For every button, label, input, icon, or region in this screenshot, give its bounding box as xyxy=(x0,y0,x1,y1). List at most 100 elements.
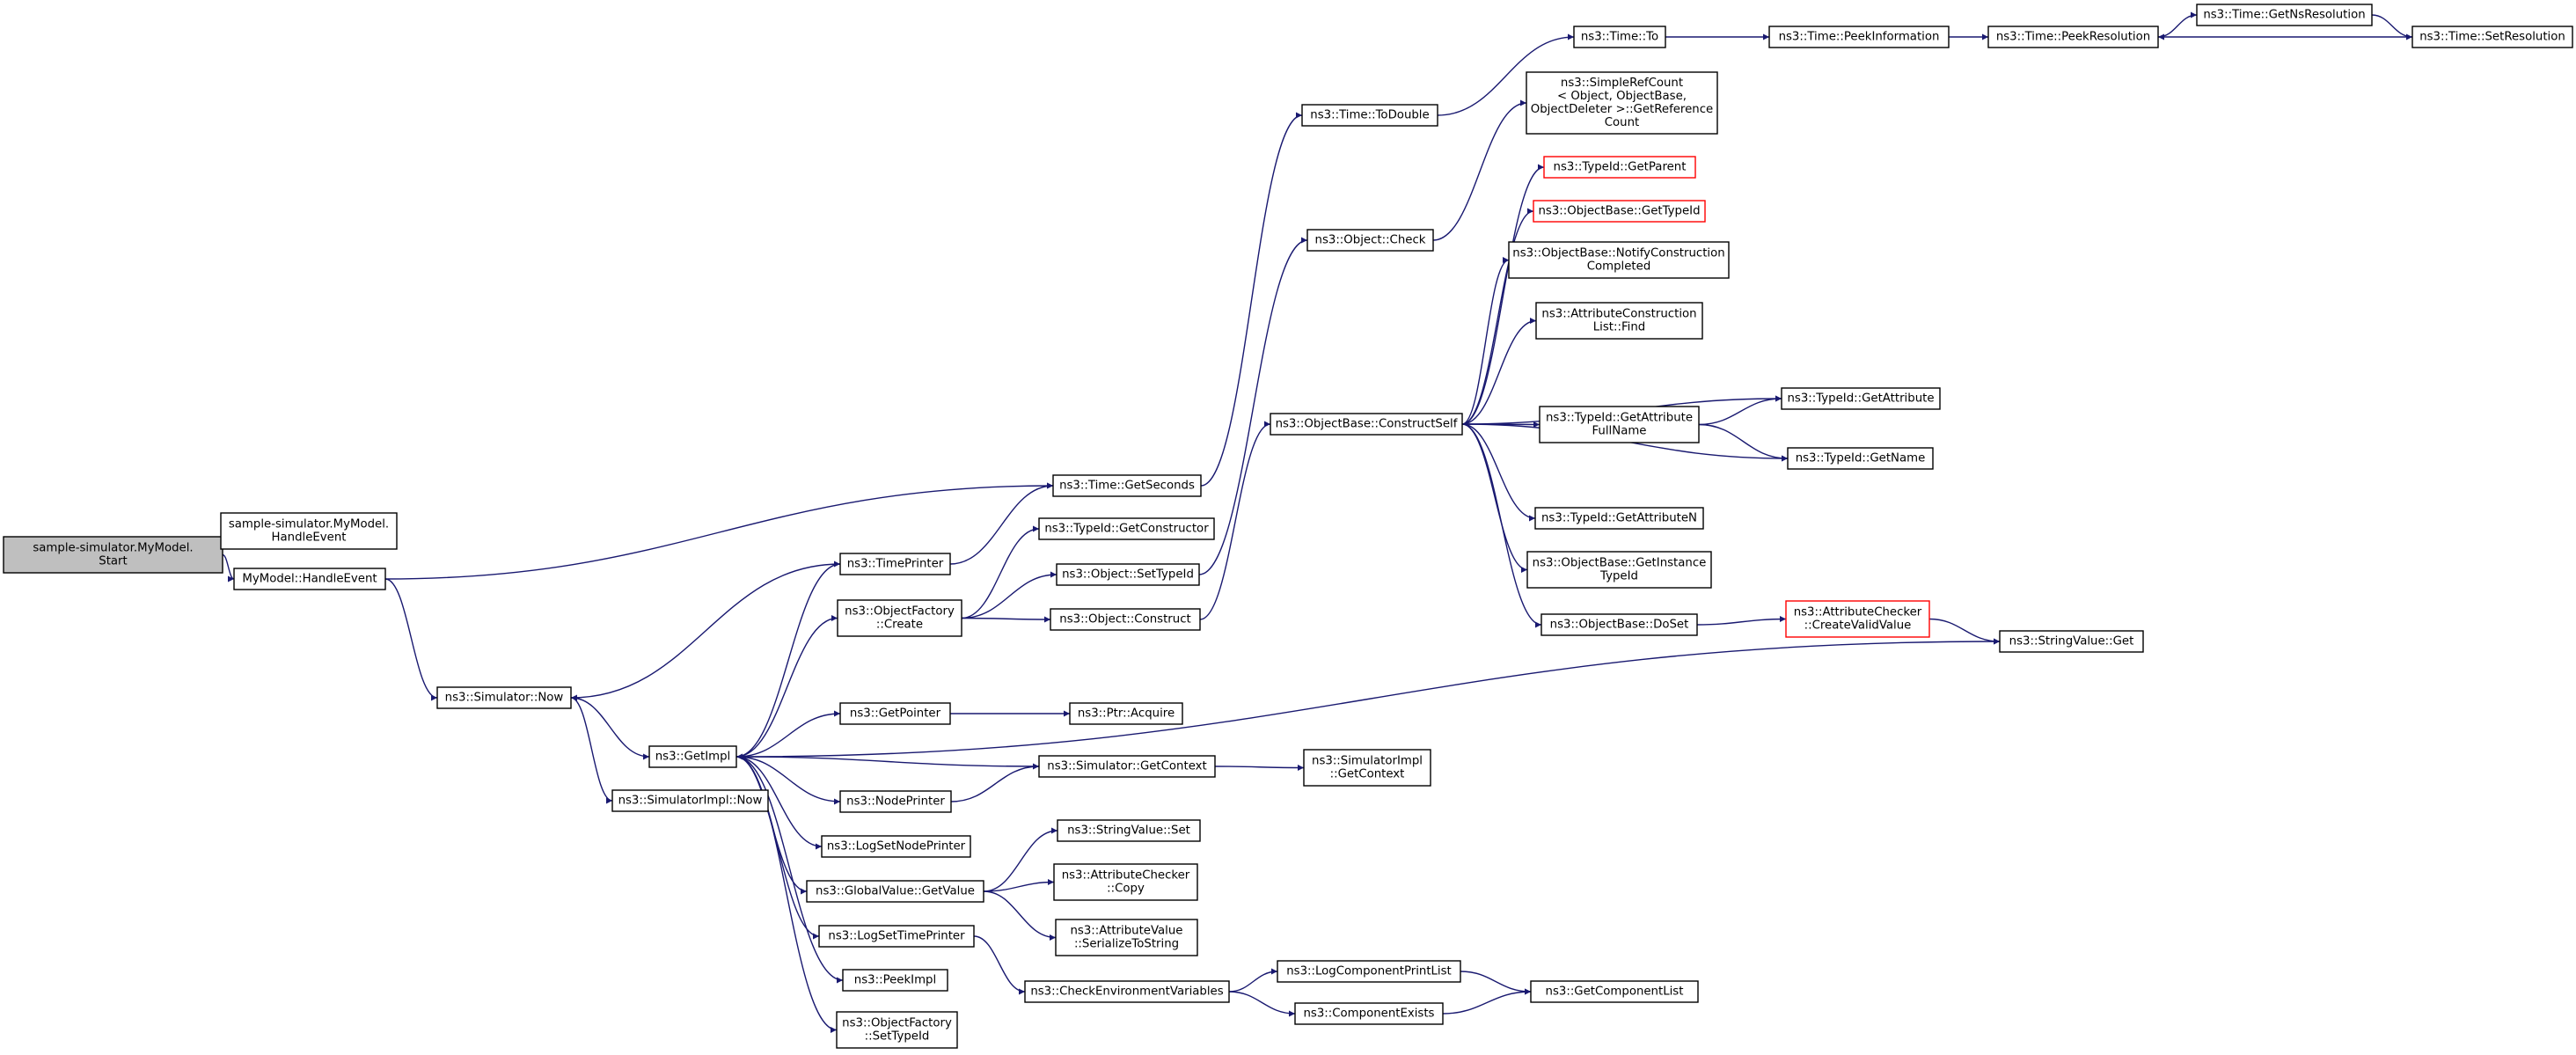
function-node-nodeprinter[interactable]: ns3::NodePrinter xyxy=(839,790,952,813)
function-node-peekres[interactable]: ns3::Time::PeekResolution xyxy=(1987,26,2159,48)
function-node-peekinfo[interactable]: ns3::Time::PeekInformation xyxy=(1768,26,1950,48)
node-box xyxy=(648,745,737,768)
node-label: ns3::StringValue::Set xyxy=(1067,824,1190,838)
function-node-getnsres[interactable]: ns3::Time::GetNsResolution xyxy=(2196,4,2373,26)
node-label: ns3::ObjectFactory xyxy=(842,1017,952,1030)
edge-logcompprint-to-getcomplist xyxy=(1460,971,1532,995)
function-node-gv-getvalue[interactable]: ns3::GlobalValue::GetValue xyxy=(806,880,984,903)
node-label: ns3::GlobalValue::GetValue xyxy=(816,885,975,898)
node-box xyxy=(1270,413,1463,436)
function-node-getpointer[interactable]: ns3::GetPointer xyxy=(839,702,951,725)
node-label: FullName xyxy=(1592,425,1647,438)
function-node-handle-py[interactable]: sample-simulator.MyModel.HandleEvent xyxy=(220,512,398,550)
function-node-checkercopy[interactable]: ns3::AttributeChecker::Copy xyxy=(1053,863,1198,901)
function-node-getconstructor[interactable]: ns3::TypeId::GetConstructor xyxy=(1038,517,1215,540)
node-label: ns3::TimePrinter xyxy=(847,558,944,571)
function-node-logtimeprinter[interactable]: ns3::LogSetTimePrinter xyxy=(818,925,975,948)
function-node-constructself[interactable]: ns3::ObjectBase::ConstructSelf xyxy=(1270,413,1463,436)
function-node-getcontext[interactable]: ns3::Simulator::GetContext xyxy=(1038,755,1216,778)
function-node-timeprinter[interactable]: ns3::TimePrinter xyxy=(839,553,951,575)
edge-doset-to-createvalid xyxy=(1696,616,1787,626)
call-nodes: sample-simulator.MyModel.Startsample-sim… xyxy=(3,4,2573,1049)
function-node-compexists[interactable]: ns3::ComponentExists xyxy=(1294,1002,1444,1025)
function-node-getseconds[interactable]: ns3::Time::GetSeconds xyxy=(1052,474,1202,497)
node-box xyxy=(1787,447,1934,470)
node-box xyxy=(839,702,951,725)
function-node-handle[interactable]: MyModel::HandleEvent xyxy=(233,568,386,590)
node-box xyxy=(1057,819,1201,842)
function-node-createvalid[interactable]: ns3::AttributeChecker::CreateValidValue xyxy=(1785,600,1930,638)
node-box xyxy=(839,553,951,575)
node-label: ns3::Time::ToDouble xyxy=(1310,109,1429,122)
function-node-objfactory-create[interactable]: ns3::ObjectFactory::Create xyxy=(837,599,962,637)
call-edges xyxy=(220,11,2413,1033)
node-box xyxy=(1056,563,1200,586)
function-node-acquire[interactable]: ns3::Ptr::Acquire xyxy=(1069,702,1183,725)
node-box xyxy=(806,880,984,903)
node-box xyxy=(821,835,971,858)
node-label: ns3::ObjectBase::DoSet xyxy=(1550,619,1689,632)
edge-constructself-to-getattributen xyxy=(1461,423,1536,522)
function-node-settypeid[interactable]: ns3::Object::SetTypeId xyxy=(1056,563,1200,586)
function-node-sim-now[interactable]: ns3::Simulator::Now xyxy=(436,686,572,709)
function-node-serialize[interactable]: ns3::AttributeValue::SerializeToString xyxy=(1055,919,1198,956)
node-box xyxy=(1768,26,1950,48)
edge-constructself-to-getinstance xyxy=(1461,423,1528,573)
node-label: ns3::TypeId::GetAttributeN xyxy=(1541,512,1697,525)
edge-getimpl-to-stringget xyxy=(735,638,2001,758)
function-node-stringget[interactable]: ns3::StringValue::Get xyxy=(1999,630,2144,653)
node-box xyxy=(1303,749,1431,787)
function-node-getparent[interactable]: ns3::TypeId::GetParent xyxy=(1543,156,1696,179)
function-node-setres[interactable]: ns3::Time::SetResolution xyxy=(2411,26,2573,48)
edge-construct-to-constructself xyxy=(1199,421,1271,620)
node-label: ns3::PeekImpl xyxy=(854,974,936,987)
edge-root-to-handle xyxy=(222,553,235,582)
edge-logtimeprinter-to-checkenv xyxy=(973,935,1026,995)
function-node-root[interactable]: sample-simulator.MyModel.Start xyxy=(3,536,223,574)
function-node-lognodeprinter[interactable]: ns3::LogSetNodePrinter xyxy=(821,835,971,858)
function-node-getattribute[interactable]: ns3::TypeId::GetAttribute xyxy=(1781,387,1941,410)
function-node-getattributen[interactable]: ns3::TypeId::GetAttributeN xyxy=(1534,507,1704,530)
function-node-checkenv[interactable]: ns3::CheckEnvironmentVariables xyxy=(1024,980,1230,1003)
edge-createvalid-to-stringget xyxy=(1928,618,2001,645)
node-box xyxy=(2411,26,2573,48)
function-node-peekimpl[interactable]: ns3::PeekImpl xyxy=(842,969,948,992)
function-node-notify[interactable]: ns3::ObjectBase::NotifyConstructionCompl… xyxy=(1508,241,1730,279)
function-node-refcount[interactable]: ns3::SimpleRefCount< Object, ObjectBase,… xyxy=(1526,71,1718,135)
edge-getseconds-to-todouble xyxy=(1200,112,1303,487)
node-box xyxy=(1999,630,2144,653)
edge-getimpl-to-peekimpl xyxy=(735,756,844,984)
edge-nodeprinter-to-getcontext xyxy=(950,763,1040,802)
node-label: ns3::Object::Construct xyxy=(1059,613,1190,626)
function-node-getname[interactable]: ns3::TypeId::GetName xyxy=(1787,447,1934,470)
function-node-getcomplist[interactable]: ns3::GetComponentList xyxy=(1530,980,1699,1003)
function-node-to[interactable]: ns3::Time::To xyxy=(1573,26,1666,48)
node-label: ns3::LogComponentPrintList xyxy=(1286,965,1452,978)
node-box xyxy=(1053,863,1198,901)
function-node-simimpl-now[interactable]: ns3::SimulatorImpl::Now xyxy=(611,789,769,812)
edge-gv-getvalue-to-checkercopy xyxy=(983,879,1055,892)
function-node-construct[interactable]: ns3::Object::Construct xyxy=(1050,608,1201,631)
function-node-logcompprint[interactable]: ns3::LogComponentPrintList xyxy=(1277,960,1461,983)
function-node-doset[interactable]: ns3::ObjectBase::DoSet xyxy=(1540,613,1698,636)
node-label: ns3::TypeId::GetAttribute xyxy=(1546,412,1693,425)
node-label: ::CreateValidValue xyxy=(1804,619,1912,633)
function-node-getimpl[interactable]: ns3::GetImpl xyxy=(648,745,737,768)
node-label: ns3::ObjectBase::GetTypeId xyxy=(1538,205,1700,218)
node-box xyxy=(1785,600,1930,638)
node-box xyxy=(3,536,223,574)
node-box xyxy=(1534,507,1704,530)
edge-todouble-to-to xyxy=(1437,33,1575,116)
function-node-ob-gettypeid[interactable]: ns3::ObjectBase::GetTypeId xyxy=(1533,200,1706,223)
edge-compexists-to-getcomplist xyxy=(1442,988,1532,1015)
function-node-stringset[interactable]: ns3::StringValue::Set xyxy=(1057,819,1201,842)
function-node-objfactory-settypeid[interactable]: ns3::ObjectFactory::SetTypeId xyxy=(836,1011,958,1049)
function-node-todouble[interactable]: ns3::Time::ToDouble xyxy=(1301,104,1438,127)
function-node-simimpl-getcontext[interactable]: ns3::SimulatorImpl::GetContext xyxy=(1303,749,1431,787)
node-box xyxy=(837,599,962,637)
node-box xyxy=(1530,980,1699,1003)
function-node-check[interactable]: ns3::Object::Check xyxy=(1306,229,1434,252)
